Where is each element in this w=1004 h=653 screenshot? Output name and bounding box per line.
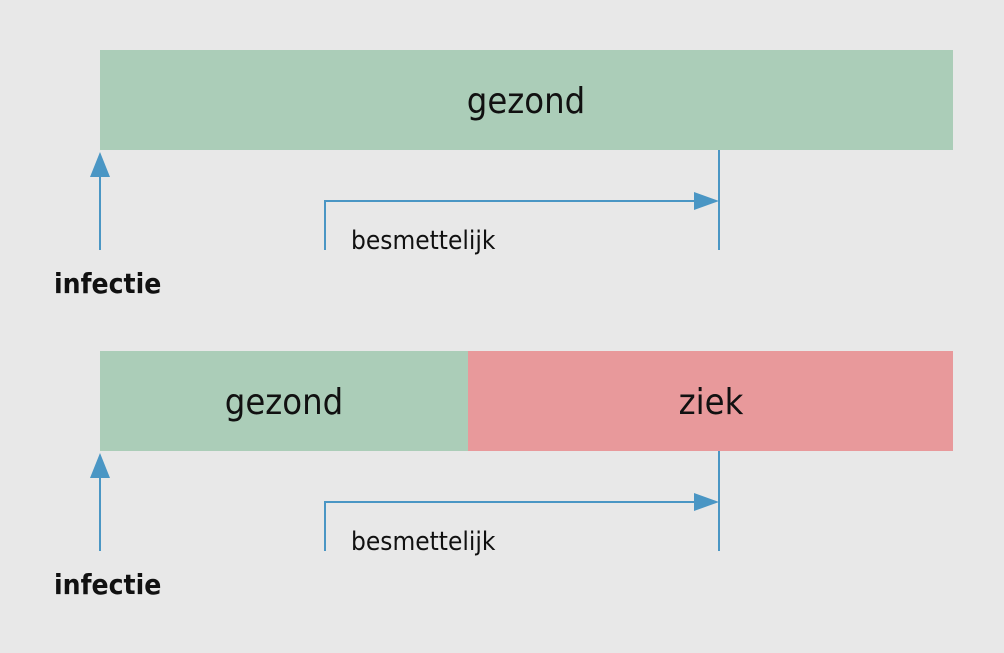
healthy-label: gezond: [467, 81, 585, 122]
healthy-bar: [100, 50, 953, 150]
scenario-1: gezond besmettelijk infectie: [54, 50, 953, 300]
infection-label: infectie: [54, 267, 161, 300]
arrow-head-right-icon: [694, 192, 719, 210]
contagious-label: besmettelijk: [351, 226, 496, 256]
contagious-label: besmettelijk: [351, 527, 496, 557]
infection-label: infectie: [54, 568, 161, 601]
contagious-bracket: [324, 200, 696, 250]
scenario-2: gezond ziek besmettelijk infectie: [54, 351, 953, 601]
sick-label: ziek: [679, 382, 744, 423]
healthy-label: gezond: [225, 382, 343, 423]
arrow-head-right-icon: [694, 493, 719, 511]
arrow-head-up-icon: [90, 152, 110, 177]
contagious-bracket: [324, 501, 696, 551]
sick-bar: [468, 351, 953, 451]
healthy-bar: [100, 351, 468, 451]
arrow-head-up-icon: [90, 453, 110, 478]
